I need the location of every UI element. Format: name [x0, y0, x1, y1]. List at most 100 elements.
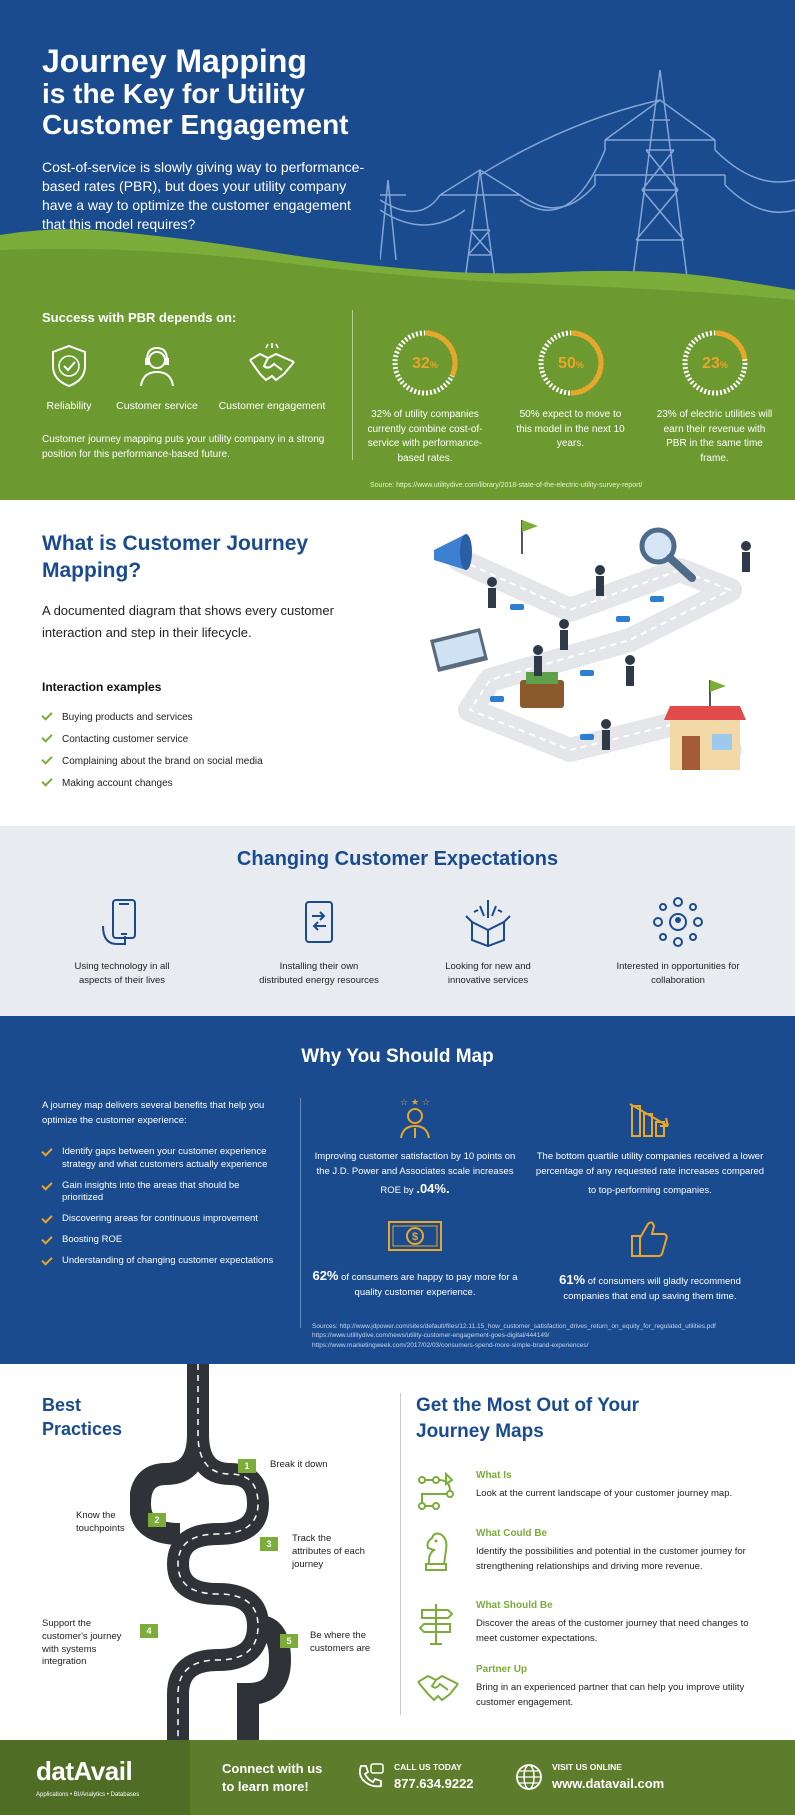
expectation-label-line1: Looking for new and [445, 961, 531, 972]
expectation-label-line2: innovative services [447, 975, 529, 987]
hero-title: Journey Mapping is the Key for Utility C… [42, 43, 349, 141]
check-icon [41, 1212, 53, 1224]
pbr-item-customer-engagement: Customer engagement [212, 342, 332, 412]
get-most-heading: What Should Be [476, 1600, 553, 1611]
call-label: CALL US TODAY [394, 1762, 462, 1772]
step-label-3: Track the attributes of each journey [292, 1533, 365, 1570]
check-icon [41, 709, 53, 721]
list-item: Complaining about the brand on social me… [41, 750, 263, 772]
check-icon [41, 1254, 53, 1266]
what-title: What is Customer Journey Mapping? [42, 532, 309, 583]
pbr-stat-23: 23% 23% of electric utilities will earn … [652, 328, 777, 466]
pbr-item-reliability: Reliability [34, 342, 104, 412]
handshake-icon [417, 1674, 459, 1702]
shield-check-icon [52, 344, 86, 388]
step-flag-3: 3 [260, 1537, 278, 1551]
website-link[interactable]: www.datavail.com [552, 1776, 665, 1791]
step-flag-5: 5 [280, 1634, 298, 1648]
step-label-2: Know the touchpoints [76, 1510, 125, 1534]
get-most-desc: Look at the current landscape of your cu… [476, 1488, 733, 1499]
list-item: Identify gaps between your customer expe… [41, 1145, 282, 1172]
expectation-label-line1: Installing their own [279, 961, 359, 972]
list-item: Discovering areas for continuous improve… [41, 1212, 282, 1226]
pbr-heading: Success with PBR depends on: [42, 310, 237, 325]
get-most-item-partner-up: Partner Up Bring in an experienced partn… [416, 1664, 776, 1720]
expectation-label-line2: distributed energy resources [259, 975, 379, 987]
connect-text: Connect with us to learn more! [222, 1761, 323, 1795]
list-item: Contacting customer service [41, 728, 263, 750]
path-grid-icon [418, 1472, 454, 1510]
hero-title-line1: Journey Mapping [42, 43, 307, 79]
phone-chat-icon [358, 1763, 384, 1788]
svg-text:$: $ [412, 1231, 418, 1243]
list-item: Making account changes [41, 772, 263, 794]
stat-ring-fill [392, 330, 458, 396]
money-bill-icon: $ [388, 1221, 442, 1251]
pbr-stat-32: 32% 32% of utility companies currently c… [360, 328, 490, 466]
why-benefits-list: Identify gaps between your customer expe… [41, 1145, 282, 1276]
get-most-heading: What Is [476, 1470, 512, 1481]
phone-number-link[interactable]: 877.634.9222 [394, 1776, 474, 1791]
laptop-icon [430, 628, 488, 672]
expectation-item-technology: Using technology in all aspects of their… [42, 896, 202, 989]
handshake-icon [249, 343, 295, 382]
section-divider [400, 1393, 401, 1715]
smartphone-hand-icon [102, 899, 136, 945]
agent-headset-icon [140, 346, 174, 387]
why-stat-62: $ 62% of consumers are happy to pay more… [310, 1216, 520, 1301]
stat-ring-fill [538, 330, 603, 396]
get-most-title: Get the Most Out of Your Journey Maps [416, 1395, 640, 1442]
network-people-icon [653, 897, 703, 947]
step-label-4: Support the customer's journey with syst… [42, 1618, 122, 1668]
datavail-logo[interactable]: datAvail [36, 1756, 133, 1786]
thumbs-up-icon [631, 1221, 668, 1257]
what-description: A documented diagram that shows every cu… [42, 603, 334, 641]
flag-icon [521, 520, 538, 554]
signpost-icon [418, 1604, 454, 1645]
stat-ring: 32% [392, 330, 458, 396]
get-most-heading: What Could Be [476, 1528, 548, 1539]
journey-map-illustration [430, 520, 751, 770]
step-label-1: Break it down [270, 1459, 328, 1470]
get-most-item-what-is: What Is Look at the current landscape of… [416, 1470, 776, 1520]
svg-text:32%: 32% [412, 355, 438, 372]
footer: datAvail Applications • BI/Analytics • D… [0, 1740, 795, 1815]
pbr-stat-text: 50% expect to move to this model in the … [516, 409, 625, 449]
power-towers-illustration [380, 69, 795, 301]
open-box-sparkle-icon [465, 900, 511, 948]
interaction-examples-list: Buying products and services Contacting … [41, 706, 263, 794]
get-most-desc: Identify the possibilities and potential… [476, 1546, 746, 1573]
pbr-item-label: Customer service [116, 400, 198, 412]
expectations-title: Changing Customer Expectations [236, 848, 559, 870]
footer-logo-area: datAvail Applications • BI/Analytics • D… [0, 1740, 190, 1815]
expectation-label-line2: collaboration [651, 975, 705, 987]
svg-text:50%: 50% [558, 355, 584, 372]
map-pin-icon [490, 596, 664, 740]
magnifier-icon [639, 527, 696, 582]
why-title: Why You Should Map [301, 1046, 494, 1067]
check-icon [41, 1178, 53, 1191]
expectation-label-line2: aspects of their lives [78, 975, 166, 987]
list-item: Boosting ROE [41, 1233, 282, 1247]
why-intro: A journey map delivers several benefits … [42, 1100, 265, 1127]
pbr-source: Source: https://www.utilitydive.com/libr… [370, 482, 643, 489]
step-flag-1: 1 [238, 1459, 256, 1473]
check-icon [41, 1233, 53, 1245]
expectation-label-line1: Interested in opportunities for [616, 961, 740, 972]
list-item: Gain insights into the areas that should… [41, 1178, 282, 1206]
people-icon [487, 541, 751, 750]
why-divider [300, 1098, 301, 1328]
interaction-examples-title: Interaction examples [42, 680, 162, 694]
check-icon [41, 775, 53, 787]
check-icon [41, 753, 53, 765]
best-practices-title: Best Practices [42, 1395, 123, 1440]
pbr-stat-text: 32% of utility companies currently combi… [367, 409, 483, 464]
step-flag-4: 4 [140, 1624, 158, 1638]
pbr-stat-text: 23% of electric utilities will earn thei… [656, 409, 773, 464]
why-stat-roe: ☆ ★ ☆ Improving customer satisfaction by… [314, 1098, 516, 1197]
bar-chart-down-icon [629, 1103, 669, 1137]
store-icon [664, 706, 746, 770]
pbr-stat-50: 50% 50% expect to move to this model in … [513, 328, 628, 452]
svg-text:23%: 23% [702, 355, 728, 372]
